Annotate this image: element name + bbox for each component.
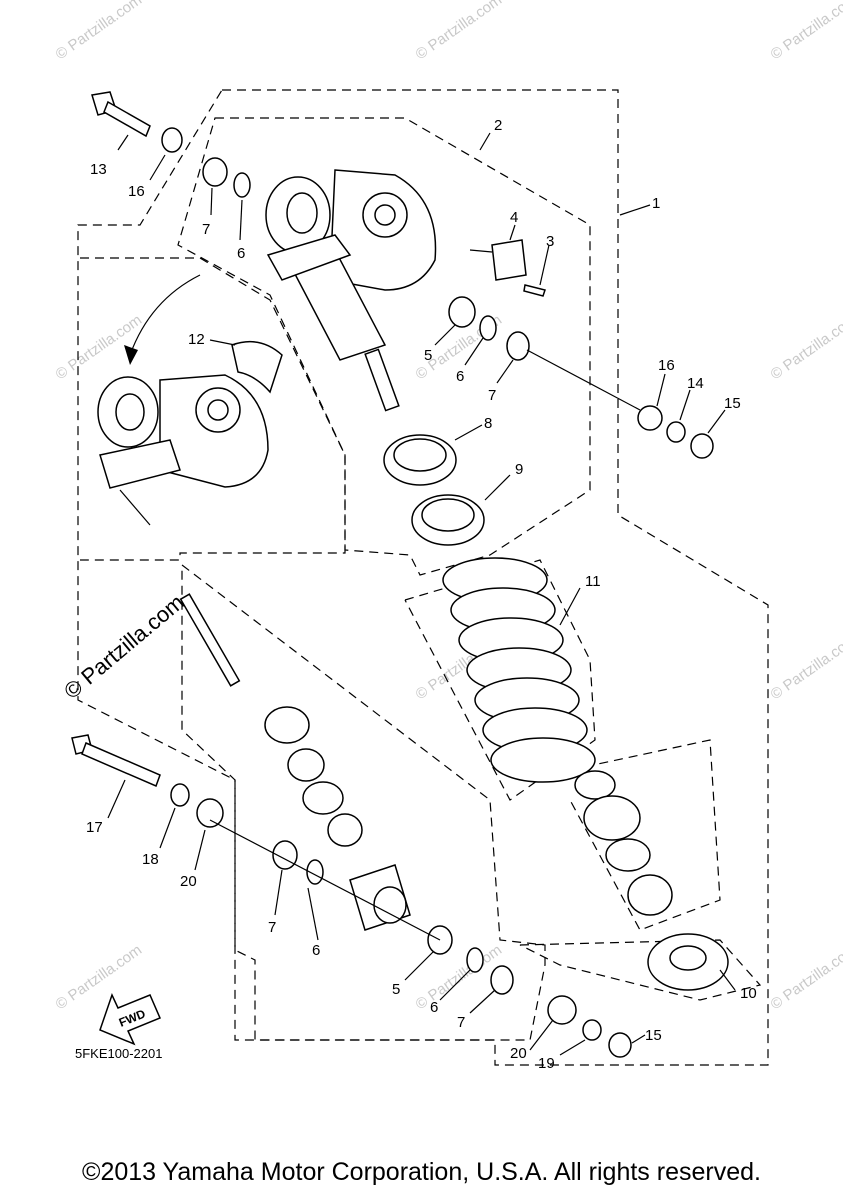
adjuster-knob <box>491 239 527 281</box>
watermark: © Partzilla.com <box>768 311 843 383</box>
callout-20: 20 <box>180 873 197 890</box>
collar-right <box>637 405 663 431</box>
diagram-code: 5FKE100-2201 <box>75 1046 162 1061</box>
upper-bushing <box>202 157 228 187</box>
rubber-cover <box>231 340 283 394</box>
nut-right <box>690 433 714 459</box>
washer-right <box>666 421 686 443</box>
callout-6c: 6 <box>312 942 320 959</box>
watermark: © Partzilla.com <box>768 631 843 703</box>
callout-1: 1 <box>652 195 660 212</box>
callout-4: 4 <box>510 209 518 226</box>
callout-15: 15 <box>724 395 741 412</box>
callout-18: 18 <box>142 851 159 868</box>
callout-19: 19 <box>538 1055 555 1072</box>
watermark: © Partzilla.com <box>768 941 843 1013</box>
spring-seat-stack <box>574 770 729 991</box>
upper-circlip <box>233 172 251 198</box>
callout-6d: 6 <box>430 999 438 1016</box>
rotate-arrow <box>129 274 201 356</box>
ring-nuts <box>383 434 485 546</box>
assembly-outline <box>77 89 769 1066</box>
callout-12: 12 <box>188 331 205 348</box>
callout-3: 3 <box>546 233 554 250</box>
watermark: © Partzilla.com <box>413 0 506 63</box>
spring-outline <box>404 559 596 801</box>
callout-6b: 6 <box>237 245 245 262</box>
oil-seal-right <box>506 331 530 361</box>
callout-11: 11 <box>585 573 601 590</box>
callout-7b: 7 <box>202 221 210 238</box>
upper-collar <box>161 127 183 153</box>
callout-14: 14 <box>687 375 704 392</box>
callout-5: 5 <box>424 347 432 364</box>
callout-7c: 7 <box>268 919 276 936</box>
lower-hardware <box>71 593 632 1058</box>
callout-labels: 1 2 3 4 5 6 7 8 9 10 11 12 13 14 15 16 7… <box>86 117 757 1072</box>
long-rod <box>179 593 241 687</box>
callout-16b: 16 <box>128 183 145 200</box>
watermark: © Partzilla.com <box>768 0 843 63</box>
adjuster-ring <box>266 234 352 281</box>
exploded-diagram: © Partzilla.com © Partzilla.com © Partzi… <box>53 0 843 1072</box>
upper-hardware <box>91 91 714 459</box>
callout-20b: 20 <box>510 1045 527 1062</box>
screw <box>523 284 546 297</box>
option-view-outline <box>80 257 346 561</box>
callout-7d: 7 <box>457 1014 465 1031</box>
shock-absorber-body <box>265 169 437 412</box>
fwd-arrow-icon: FWD <box>99 992 161 1046</box>
alternate-view <box>97 274 283 526</box>
leader-lines <box>107 132 736 1056</box>
bushing-right <box>448 296 476 328</box>
callout-17: 17 <box>86 819 103 836</box>
shock-spring <box>442 557 596 783</box>
shock-body-outline <box>177 117 591 576</box>
callout-16: 16 <box>658 357 675 374</box>
copyright-footer: ©2013 Yamaha Motor Corporation, U.S.A. A… <box>82 1158 761 1186</box>
callout-5b: 5 <box>392 981 400 998</box>
callout-10: 10 <box>740 985 757 1002</box>
callout-2: 2 <box>494 117 502 134</box>
piston-rod <box>364 348 400 412</box>
watermark: © Partzilla.com <box>53 311 146 383</box>
callout-9: 9 <box>515 461 523 478</box>
callout-6: 6 <box>456 368 464 385</box>
callout-15b: 15 <box>645 1027 662 1044</box>
callout-8: 8 <box>484 415 492 432</box>
circlip-right <box>479 315 497 341</box>
callout-7: 7 <box>488 387 496 404</box>
callout-13: 13 <box>90 161 107 178</box>
spring-seat-outline <box>569 739 721 931</box>
watermark: © Partzilla.com <box>53 0 146 63</box>
